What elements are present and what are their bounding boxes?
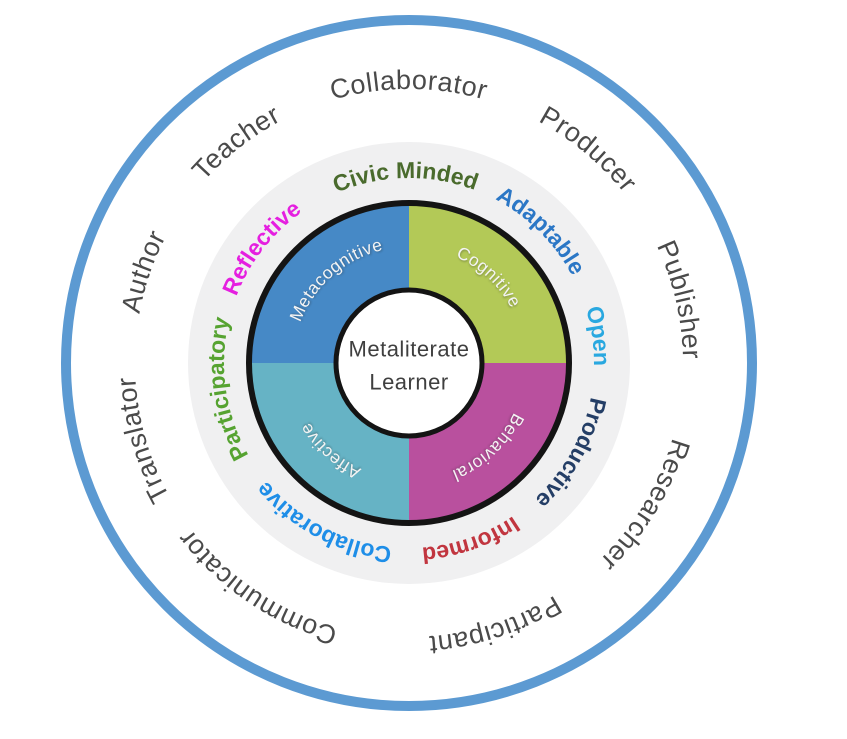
- center-label-line1: Metaliterate: [349, 337, 470, 362]
- center-circle: [333, 287, 485, 439]
- learning-domains-wheel: [246, 200, 572, 526]
- wheel-outline: [246, 200, 572, 526]
- center-label-line2: Learner: [369, 370, 448, 395]
